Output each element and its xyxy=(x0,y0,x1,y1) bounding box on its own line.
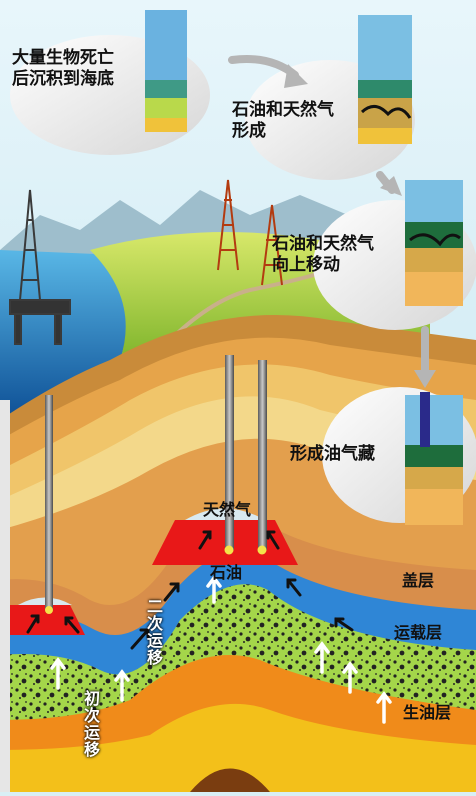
carrier-layer-label: 运载层 xyxy=(394,623,443,642)
primary-migration-arrows xyxy=(50,575,392,724)
stage-bubble-3 xyxy=(313,180,476,330)
primary-migration-label: 初次运移 xyxy=(81,690,100,758)
stage-1-label: 大量生物死亡 后沉积到海底 xyxy=(12,48,114,90)
cap-layer-label: 盖层 xyxy=(402,571,435,590)
stage-bubble-4 xyxy=(322,387,476,525)
land-derrick-1 xyxy=(217,179,239,271)
stage-2-block xyxy=(358,15,412,144)
stage-bubble-2 xyxy=(245,15,415,180)
stage-bubble-1 xyxy=(10,10,210,155)
offshore-platform xyxy=(9,189,71,345)
stage-4-block xyxy=(405,392,463,525)
stage-3-block xyxy=(405,180,463,306)
source-layer-label: 生油层 xyxy=(403,703,452,722)
land-derrick-2 xyxy=(261,204,283,286)
well-left xyxy=(45,395,53,610)
secondary-migration-arrows xyxy=(26,530,354,650)
stage-arrow-heads xyxy=(284,64,436,388)
road xyxy=(163,268,331,347)
stage-1-block xyxy=(145,10,187,132)
well-center xyxy=(225,355,234,550)
stage-4-label: 形成油气藏 xyxy=(290,444,375,464)
stage-2-label: 石油和天然气 形成 xyxy=(232,100,334,142)
gas-label: 天然气 xyxy=(203,500,252,519)
oil-trap-left xyxy=(10,605,85,635)
oil-label: 石油 xyxy=(210,563,243,582)
well-right xyxy=(258,360,267,550)
secondary-migration-label: 二次运移 xyxy=(144,598,163,666)
stage-3-label: 石油和天然气 向上移动 xyxy=(272,234,374,276)
